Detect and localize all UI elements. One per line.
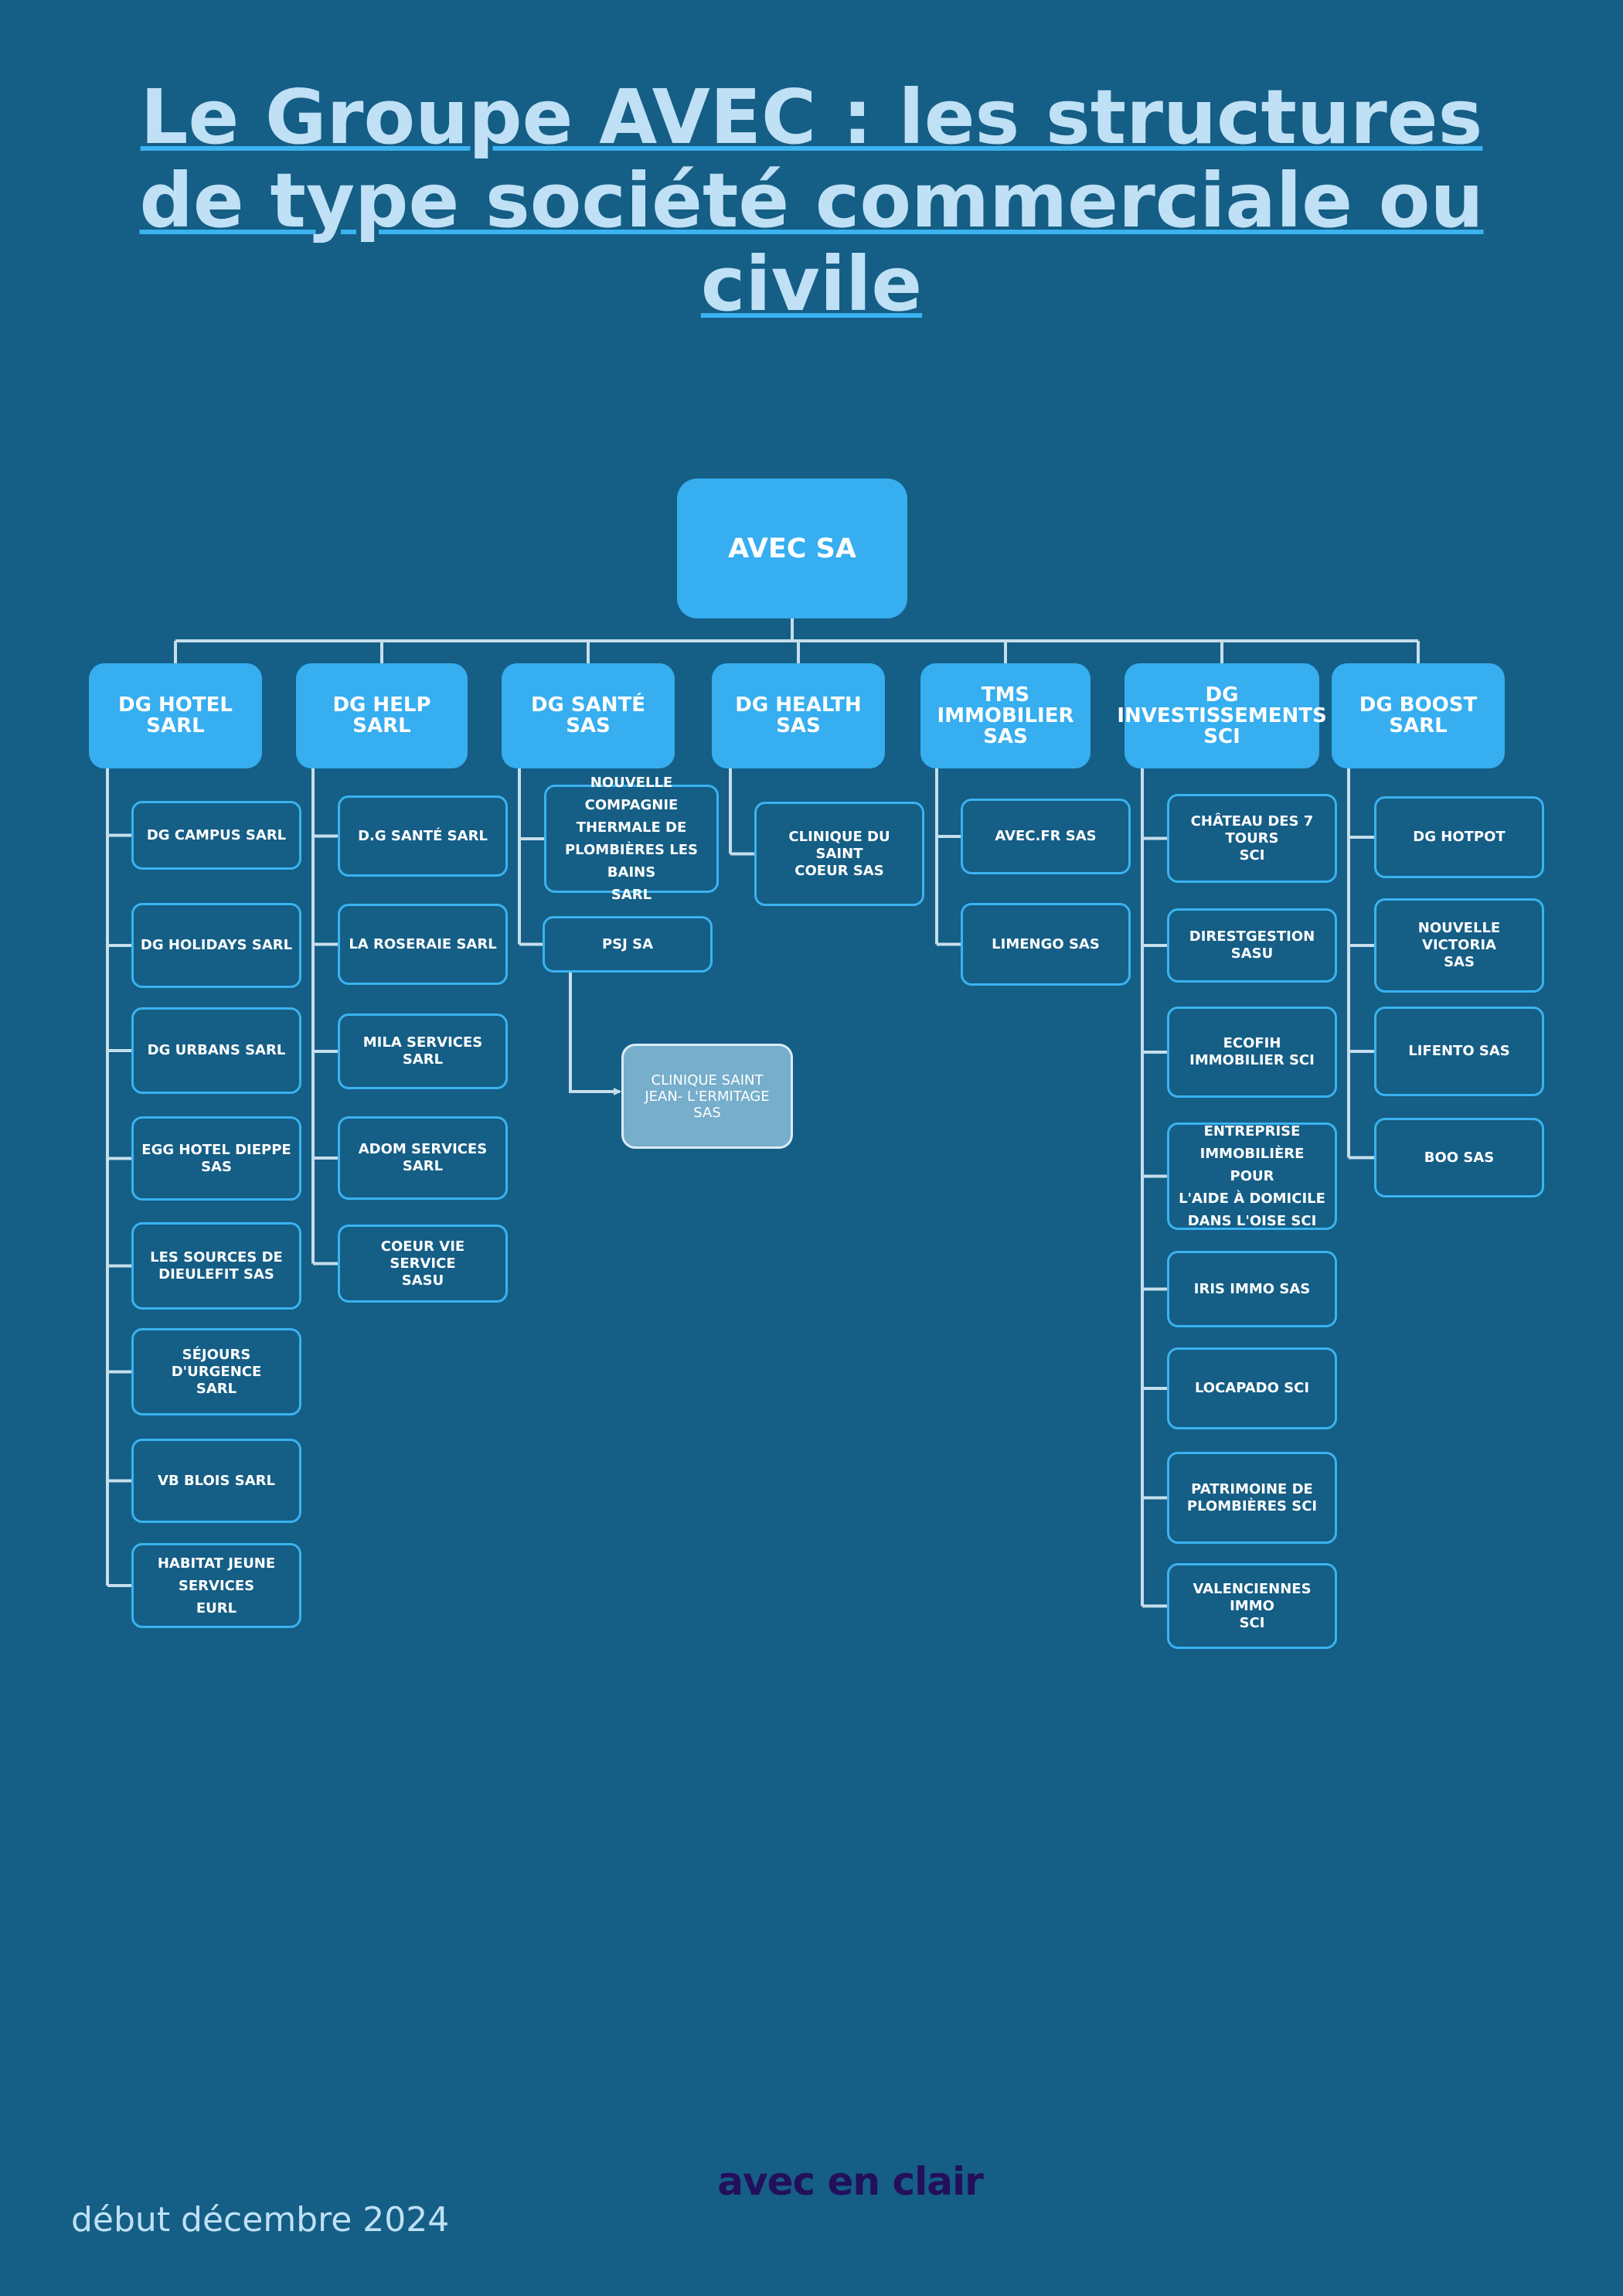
branch-node-5: TMS IMMOBILIER SAS: [920, 663, 1091, 768]
branch-node-4: DG HEALTH SAS: [712, 663, 885, 768]
branch-node-3: DG SANTÉ SAS: [502, 663, 675, 768]
subsidiary-node: LOCAPADO SCI: [1167, 1347, 1337, 1429]
subsidiary-node: LIFENTO SAS: [1374, 1007, 1544, 1096]
subsidiary-node: CLINIQUE DU SAINT COEUR SAS: [754, 802, 924, 906]
branch-node-1: DG HOTEL SARL: [89, 663, 262, 768]
subsidiary-node: LIMENGO SAS: [961, 903, 1131, 986]
sub-subsidiary-node: CLINIQUE SAINT JEAN- L'ERMITAGE SAS: [621, 1044, 793, 1149]
subsidiary-node: BOO SAS: [1374, 1118, 1544, 1197]
root-node: AVEC SA: [677, 479, 907, 618]
subsidiary-node: COEUR VIE SERVICE SASU: [338, 1225, 508, 1303]
subsidiary-node: PATRIMOINE DE PLOMBIÈRES SCI: [1167, 1452, 1337, 1544]
page-title: Le Groupe AVEC : les structures de type …: [139, 73, 1484, 328]
subsidiary-node: AVEC.FR SAS: [961, 799, 1131, 874]
subsidiary-node: DG HOTPOT: [1374, 796, 1544, 878]
subsidiary-node: NOUVELLE COMPAGNIE THERMALE DE PLOMBIÈRE…: [544, 775, 719, 903]
subsidiary-node: ECOFIH IMMOBILIER SCI: [1167, 1007, 1337, 1098]
subsidiary-node: PSJ SA: [543, 916, 713, 973]
subsidiary-node: IRIS IMMO SAS: [1167, 1251, 1337, 1327]
subsidiary-node: EGG HOTEL DIEPPE SAS: [131, 1116, 301, 1201]
subsidiary-node: LA ROSERAIE SARL: [338, 904, 508, 985]
subsidiary-node: NOUVELLE VICTORIA SAS: [1374, 898, 1544, 993]
subsidiary-node: DIRESTGESTION SASU: [1167, 908, 1337, 983]
branch-node-6: DG INVESTISSEMENTS SCI: [1117, 663, 1327, 768]
brand-logo: avec en clair: [717, 2159, 984, 2204]
subsidiary-node: ADOM SERVICES SARL: [338, 1116, 508, 1200]
subsidiary-node: VB BLOIS SARL: [131, 1439, 301, 1523]
branch-node-2: DG HELP SARL: [296, 663, 468, 768]
subsidiary-node: MILA SERVICES SARL: [338, 1013, 508, 1089]
subsidiary-node: DG HOLIDAYS SARL: [131, 903, 301, 988]
subsidiary-node: VALENCIENNES IMMO SCI: [1167, 1563, 1337, 1649]
subsidiary-node: SÉJOURS D'URGENCE SARL: [131, 1328, 301, 1415]
subsidiary-node: DG CAMPUS SARL: [131, 801, 301, 870]
subsidiary-node: DG URBANS SARL: [131, 1007, 301, 1094]
subsidiary-node: D.G SANTÉ SARL: [338, 795, 508, 877]
subsidiary-node: ENTREPRISE IMMOBILIÈRE POUR L'AIDE À DOM…: [1167, 1122, 1337, 1230]
subsidiary-node: CHÂTEAU DES 7 TOURS SCI: [1167, 794, 1337, 883]
subsidiary-node: LES SOURCES DE DIEULEFIT SAS: [131, 1222, 301, 1310]
publication-date: début décembre 2024: [71, 2200, 450, 2240]
subsidiary-node: HABITAT JEUNE SERVICES EURL: [131, 1543, 301, 1628]
grandchild-connector: [569, 973, 621, 1095]
branch-node-7: DG BOOST SARL: [1332, 663, 1505, 768]
